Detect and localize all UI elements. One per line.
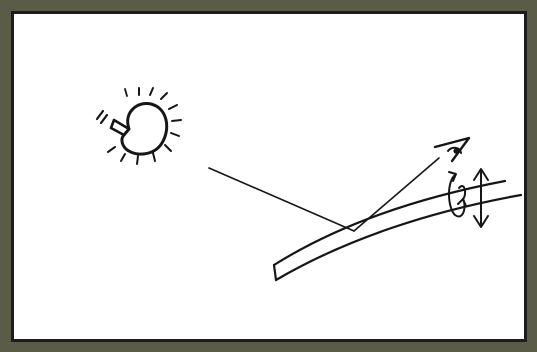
paper <box>11 11 527 342</box>
reflection-sketch <box>11 11 527 342</box>
light-bulb-icon <box>95 87 182 165</box>
curved-surface <box>272 179 523 282</box>
eye-icon <box>433 136 471 163</box>
vertical-motion-arrow-icon <box>473 168 489 228</box>
rotation-arrow-icon <box>448 171 467 218</box>
incident-ray <box>208 167 355 232</box>
